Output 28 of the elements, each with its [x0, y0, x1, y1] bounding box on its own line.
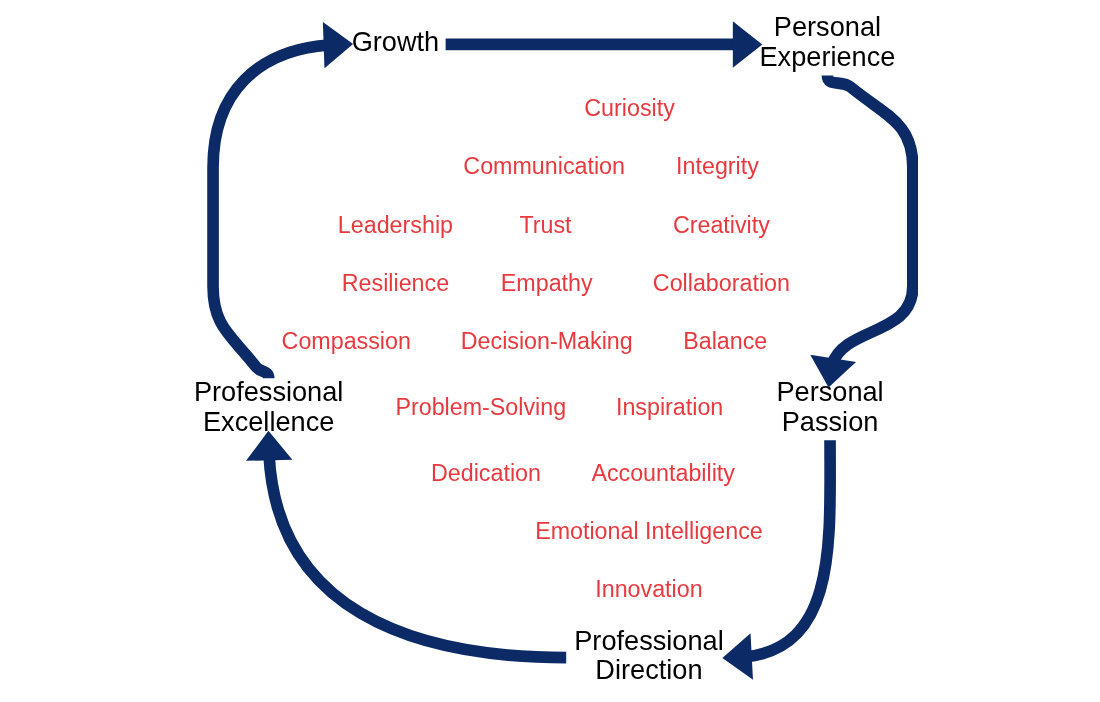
label: Dedication — [431, 459, 541, 486]
label: Communication — [463, 153, 625, 180]
label: Curiosity — [584, 95, 675, 122]
label: Trust — [519, 211, 572, 238]
label: Accountability — [591, 459, 735, 486]
label: Innovation — [595, 576, 703, 603]
label: Balance — [683, 327, 768, 354]
label: Empathy — [500, 269, 593, 296]
label: Creativity — [672, 211, 770, 238]
label: Leadership — [337, 211, 453, 238]
node-text: Professional Excellence — [193, 376, 344, 437]
label: Decision-Making — [460, 327, 633, 354]
label: Emotional Intelligence — [535, 518, 763, 545]
node-text: Personal Passion — [776, 376, 884, 437]
label: Problem-Solving — [395, 393, 567, 420]
arrow — [722, 440, 836, 680]
label: Integrity — [676, 153, 759, 180]
arrow — [445, 21, 763, 68]
label: Compassion — [281, 327, 411, 354]
label: Inspiration — [615, 393, 724, 420]
arrow — [810, 74, 918, 388]
label: Resilience — [341, 269, 450, 296]
node-text: Professional Direction — [574, 624, 724, 686]
arrow — [246, 430, 567, 664]
node-text: Growth — [351, 26, 440, 58]
arrow — [207, 21, 354, 380]
node-text: Personal Experience — [759, 11, 896, 73]
label: Collaboration — [652, 269, 790, 296]
